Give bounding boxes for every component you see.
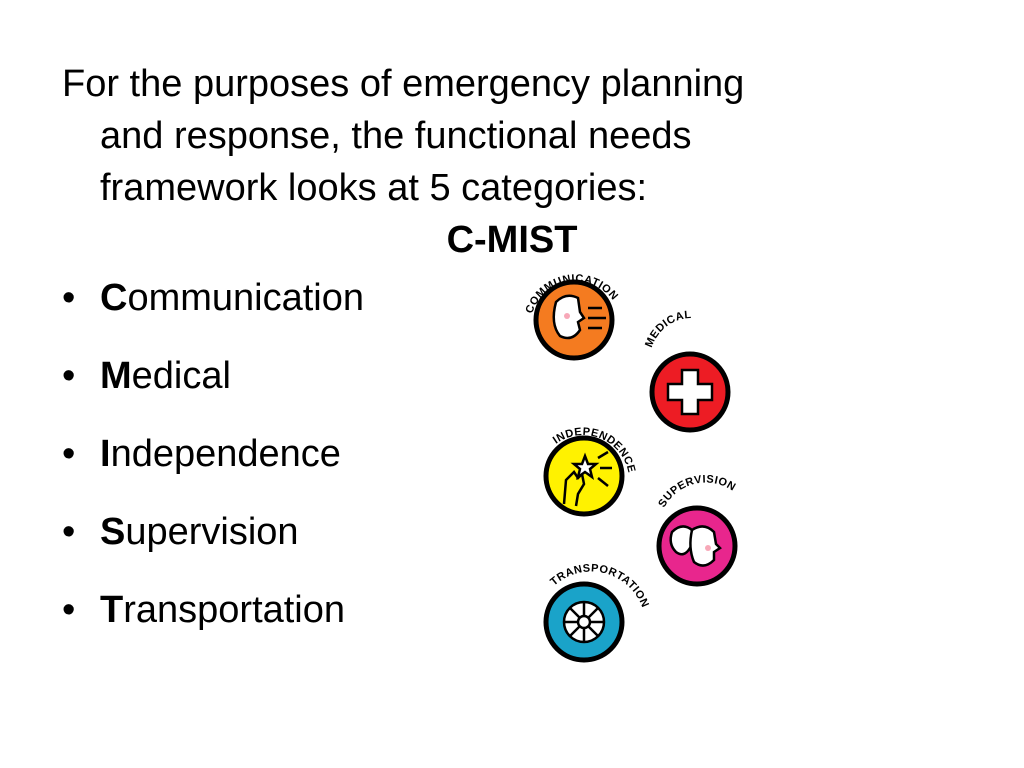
communication-badge: COMMUNICATION [520, 262, 640, 372]
medical-badge-label: MEDICAL [643, 309, 692, 349]
acronym-heading: C-MIST [0, 214, 1024, 266]
medical-badge: MEDICAL [630, 309, 750, 440]
two-faces-icon [669, 525, 722, 567]
bullet-icon: • [62, 277, 76, 319]
item-initial: T [100, 589, 124, 631]
intro-line-2: and response, the functional needs [100, 115, 692, 157]
transportation-badge: TRANSPORTATION [530, 562, 650, 672]
intro-paragraph: For the purposes of emergency planning a… [62, 58, 962, 214]
item-initial: I [100, 433, 111, 475]
wheel-icon [562, 600, 606, 644]
hand-with-star-icon [562, 450, 612, 507]
item-rest: upervision [125, 511, 299, 553]
independence-badge-circle [543, 435, 625, 517]
bullet-icon: • [62, 355, 76, 397]
item-initial: S [100, 511, 126, 553]
intro-line-1: For the purposes of emergency planning [62, 63, 745, 105]
acronym-text: C-MIST [446, 219, 578, 261]
medical-cross-icon [666, 368, 714, 416]
item-rest: ndependence [110, 433, 341, 475]
item-initial: M [100, 355, 132, 397]
intro-line-3: framework looks at 5 categories: [100, 167, 648, 209]
item-rest: edical [131, 355, 231, 397]
bullet-icon: • [62, 433, 76, 475]
item-initial: C [100, 277, 128, 319]
bullet-icon: • [62, 511, 76, 553]
item-rest: ransportation [123, 589, 346, 631]
bullet-icon: • [62, 589, 76, 631]
independence-badge: INDEPENDENCE [530, 418, 650, 528]
supervision-badge-label: SUPERVISION [656, 473, 738, 509]
item-rest: ommunication [127, 277, 365, 319]
supervision-badge: SUPERVISION [640, 473, 760, 592]
